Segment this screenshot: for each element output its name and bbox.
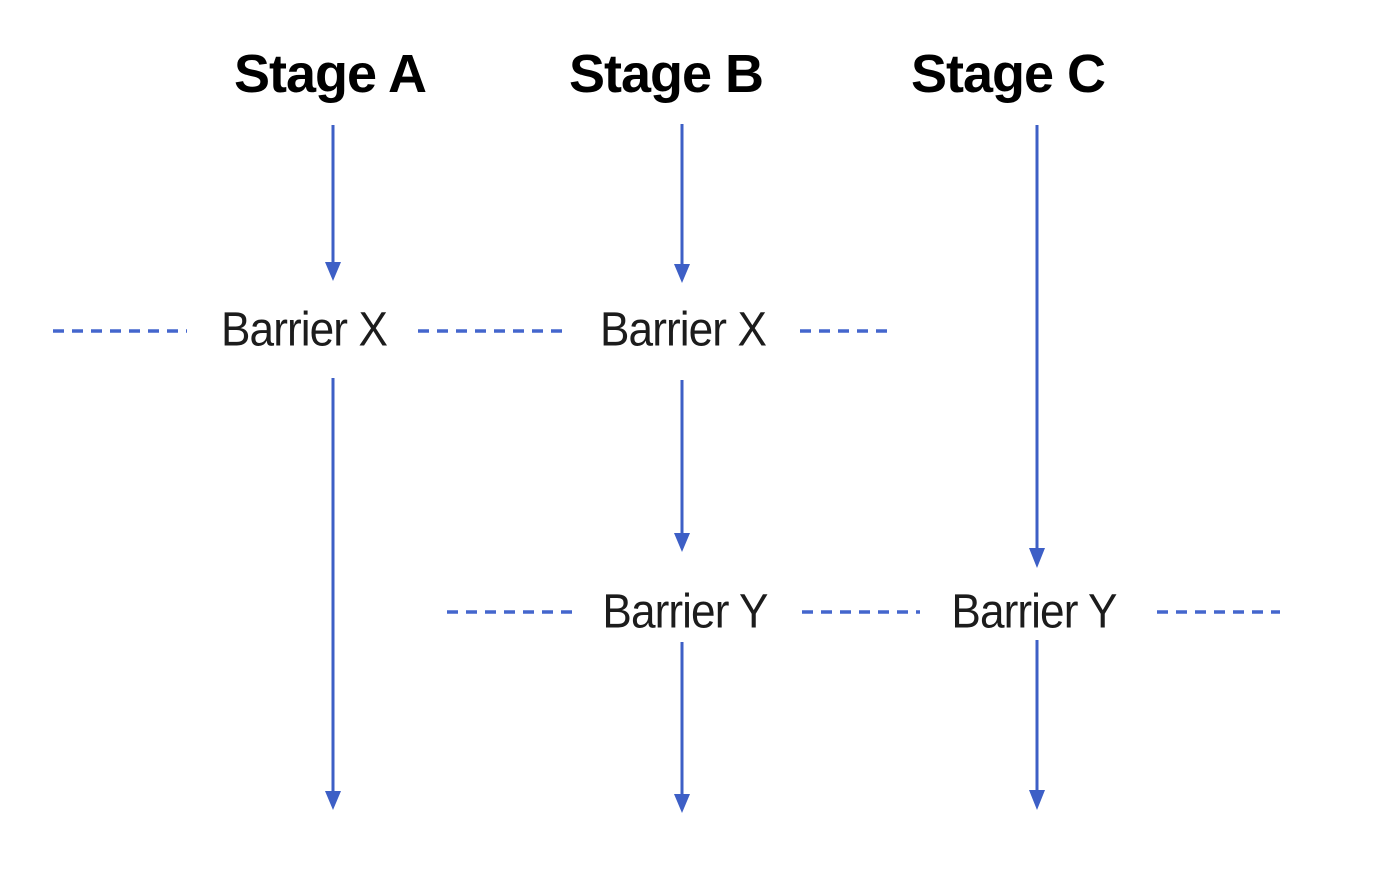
stage-b-arrow1-arrowhead-icon bbox=[674, 264, 690, 283]
stage-b-title: Stage B bbox=[568, 44, 764, 104]
stage-a-title: Stage A bbox=[233, 44, 427, 104]
stage-c-title: Stage C bbox=[910, 44, 1106, 104]
stage-a-flow-arrows bbox=[325, 125, 341, 810]
stage-a-arrow1-arrowhead-icon bbox=[325, 262, 341, 281]
barrier-x-label-stage-b: Barrier X bbox=[600, 303, 767, 357]
stage-b-arrow2-arrowhead-icon bbox=[674, 533, 690, 552]
stage-c-arrow2-arrowhead-icon bbox=[1029, 790, 1045, 810]
stage-b-flow-arrows bbox=[674, 124, 690, 813]
barrier-y-label-stage-b: Barrier Y bbox=[602, 585, 768, 639]
barrier-x-label-stage-a: Barrier X bbox=[221, 303, 388, 357]
stage-c-arrow1-arrowhead-icon bbox=[1029, 548, 1045, 568]
stage-b-arrow3-arrowhead-icon bbox=[674, 794, 690, 813]
stage-a-arrow2-arrowhead-icon bbox=[325, 791, 341, 810]
stage-c-flow-arrows bbox=[1029, 125, 1045, 810]
barrier-y-label-stage-c: Barrier Y bbox=[951, 585, 1117, 639]
